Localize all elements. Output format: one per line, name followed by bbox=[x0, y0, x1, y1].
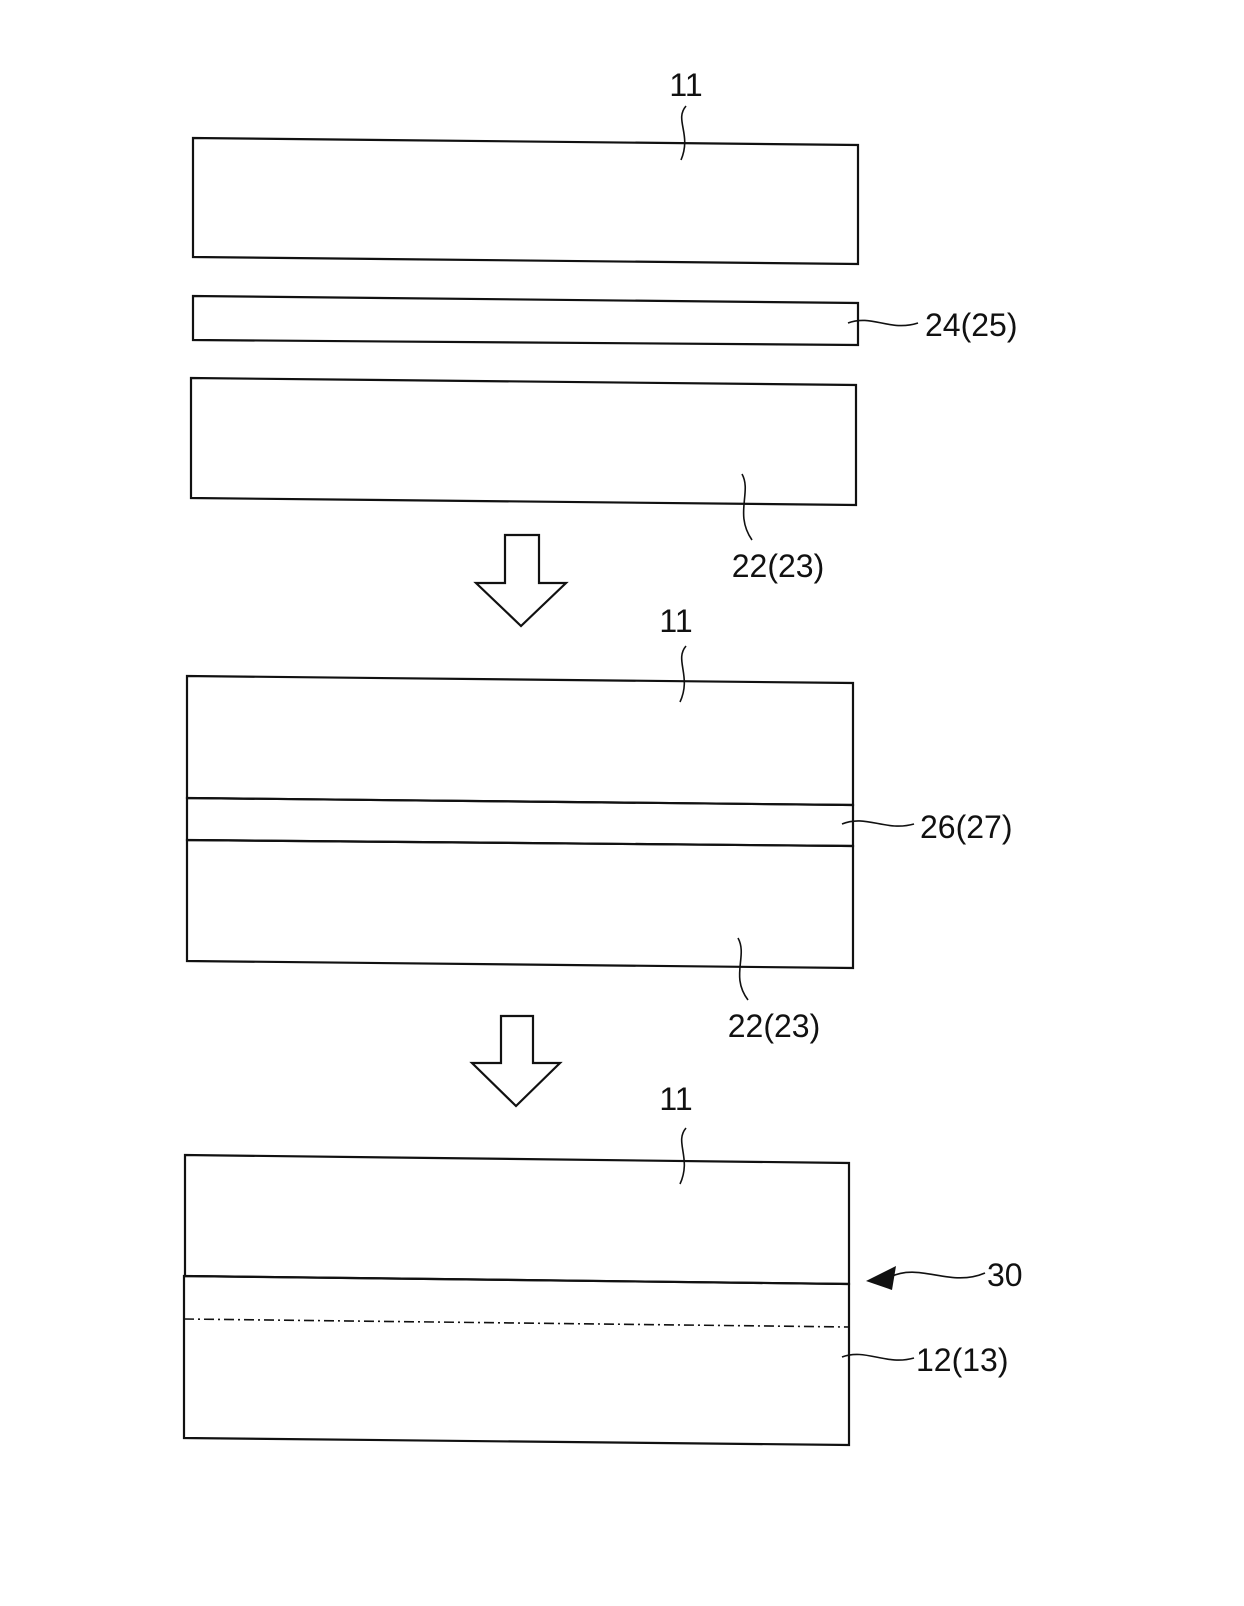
stage2-label-middle: 26(27) bbox=[920, 809, 1013, 845]
stage-2: 11 26(27) 22(23) bbox=[187, 603, 1013, 1044]
stage3-bottom-layer bbox=[184, 1276, 849, 1445]
stage3-label-bottom: 12(13) bbox=[916, 1342, 1009, 1378]
stage2-label-bottom: 22(23) bbox=[728, 1008, 821, 1044]
stage2-middle-layer bbox=[187, 798, 853, 846]
stage3-assembly-arrow-leader bbox=[890, 1272, 985, 1278]
stage1-leader-bottom bbox=[742, 474, 752, 540]
stage2-top-layer bbox=[187, 676, 853, 805]
stage1-top-layer bbox=[193, 138, 858, 264]
stage-1: 11 24(25) 22(23) bbox=[191, 67, 1018, 584]
stage3-leader-bottom bbox=[842, 1354, 914, 1360]
down-arrow-1 bbox=[476, 535, 566, 626]
stage3-label-assembly: 30 bbox=[987, 1257, 1023, 1293]
stage2-leader-bottom bbox=[738, 938, 748, 1000]
stage3-leader-top bbox=[680, 1128, 686, 1184]
down-arrow-2 bbox=[472, 1016, 560, 1106]
stage1-middle-layer bbox=[193, 296, 858, 345]
stage1-bottom-layer bbox=[191, 378, 856, 505]
stage2-bottom-layer bbox=[187, 840, 853, 968]
stage1-label-top: 11 bbox=[669, 67, 702, 103]
stage3-interface-dashed-line bbox=[184, 1319, 849, 1327]
stage2-leader-top bbox=[680, 646, 686, 702]
stage3-assembly-arrowhead bbox=[866, 1266, 896, 1290]
stage1-label-bottom: 22(23) bbox=[732, 548, 825, 584]
stage1-leader-top bbox=[681, 106, 686, 160]
stage-3: 11 30 12(13) bbox=[184, 1081, 1023, 1445]
stage2-label-top: 11 bbox=[659, 603, 692, 639]
stage3-label-top: 11 bbox=[659, 1081, 692, 1117]
stage1-label-middle: 24(25) bbox=[925, 307, 1018, 343]
stage3-top-layer bbox=[185, 1155, 849, 1284]
